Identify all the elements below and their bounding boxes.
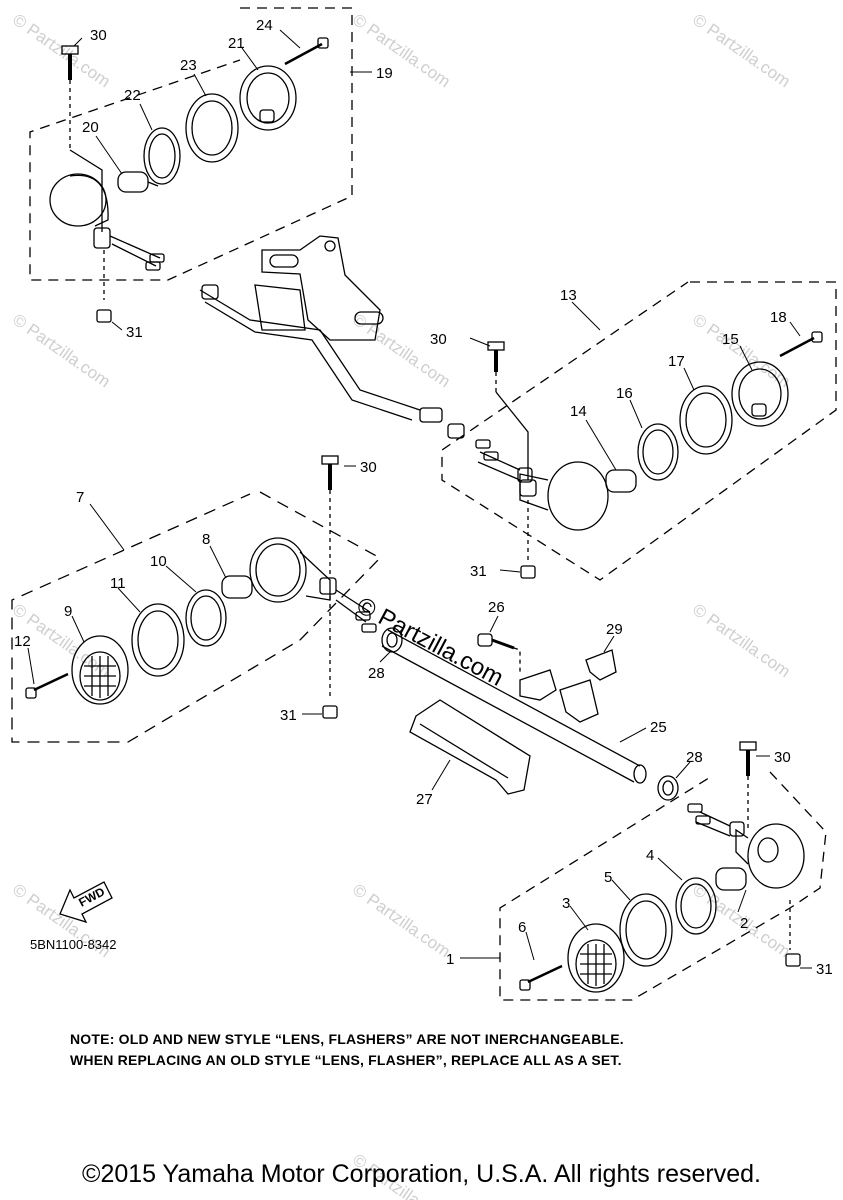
callout-19: 19	[376, 65, 393, 82]
callout-28: 28	[686, 749, 703, 766]
callout-1: 1	[446, 951, 454, 968]
note-line-2: WHEN REPLACING AN OLD STYLE “LENS, FLASH…	[70, 1052, 622, 1068]
callout-23: 23	[180, 57, 197, 74]
nut-31-middle	[322, 596, 338, 719]
assembly-7-dashed-box	[11, 491, 382, 743]
screw-6	[519, 964, 563, 991]
callout-26: 26	[488, 599, 505, 616]
grommet-28-right	[657, 775, 679, 801]
bulb-2	[715, 867, 747, 891]
callout-18: 18	[770, 309, 787, 326]
screw-24	[284, 37, 329, 66]
screw-12	[25, 672, 69, 699]
bulb-20	[117, 171, 159, 193]
callout-24: 24	[256, 17, 273, 34]
bolt-26	[477, 633, 521, 672]
clamp-29	[585, 649, 617, 681]
screw-18	[779, 331, 823, 358]
callout-28: 28	[368, 665, 385, 682]
bulb-14	[605, 469, 637, 493]
callout-30: 30	[430, 331, 447, 348]
lens-3	[567, 923, 625, 993]
stay-tube-upper	[199, 284, 465, 439]
gasket-10	[185, 589, 227, 647]
callout-27: 27	[416, 791, 433, 808]
copyright-text: ©2015 Yamaha Motor Corporation, U.S.A. A…	[82, 1160, 761, 1188]
callout-7: 7	[76, 489, 84, 506]
callout-3: 3	[562, 895, 570, 912]
gasket-16	[637, 423, 679, 481]
assembly-1-dashed-box	[499, 771, 827, 1001]
flasher-housing-front-right	[687, 803, 805, 889]
assembly-19-dashed-box	[29, 7, 353, 281]
gasket-4	[675, 877, 717, 935]
callout-30: 30	[90, 27, 107, 44]
callout-31: 31	[280, 707, 297, 724]
nut-31-upper-left	[96, 250, 112, 323]
bolt-30-upper-right	[487, 341, 537, 497]
callout-5: 5	[604, 869, 612, 886]
callout-8: 8	[202, 531, 210, 548]
bulb-8	[221, 575, 253, 599]
callout-9: 9	[64, 603, 72, 620]
callout-labels: 30 24 21 19 23 22 20 31 13 30 18 15 17 1…	[14, 17, 833, 978]
flasher-housing-rear-right	[475, 439, 609, 531]
callout-12: 12	[14, 633, 31, 650]
grommet-28-left	[381, 627, 403, 653]
lens-9	[71, 635, 129, 705]
rim-17	[679, 385, 733, 455]
note-line-1: NOTE: OLD AND NEW STYLE “LENS, FLASHERS”…	[70, 1031, 624, 1047]
gasket-22	[143, 127, 181, 185]
clamp-bracket	[519, 669, 599, 723]
callout-16: 16	[616, 385, 633, 402]
callout-22: 22	[124, 87, 141, 104]
bolt-30-upper-left	[61, 45, 103, 232]
callout-15: 15	[722, 331, 739, 348]
cover-27	[409, 699, 531, 795]
bolt-30-middle	[321, 455, 339, 578]
rim-23	[185, 93, 239, 163]
flasher-housing-rear-left	[49, 173, 165, 271]
leader-lines	[27, 29, 812, 969]
callout-25: 25	[650, 719, 667, 736]
nut-31-lower-right	[785, 900, 801, 967]
callout-17: 17	[668, 353, 685, 370]
callout-31: 31	[816, 961, 833, 978]
nut-31-upper-right	[520, 500, 536, 579]
lens-21	[239, 65, 297, 131]
callout-4: 4	[646, 847, 654, 864]
callout-20: 20	[82, 119, 99, 136]
callout-10: 10	[150, 553, 167, 570]
callout-14: 14	[570, 403, 587, 420]
callout-31: 31	[126, 324, 143, 341]
callout-29: 29	[606, 621, 623, 638]
mounting-bracket	[254, 235, 384, 341]
flasher-housing-front-left	[249, 537, 377, 633]
fwd-arrow-icon	[59, 881, 113, 924]
rim-5	[619, 893, 673, 967]
callout-30: 30	[360, 459, 377, 476]
stay-rod-25	[381, 629, 647, 784]
callout-2: 2	[740, 915, 748, 932]
assembly-13-dashed-box	[441, 281, 837, 581]
callout-30: 30	[774, 749, 791, 766]
callout-6: 6	[518, 919, 526, 936]
bolt-30-lower-right	[739, 741, 757, 832]
callout-11: 11	[110, 575, 126, 592]
lens-15	[731, 361, 789, 427]
drawing-code: 5BN1100-8342	[30, 937, 117, 952]
rim-11	[131, 603, 185, 677]
callout-13: 13	[560, 287, 577, 304]
callout-21: 21	[228, 35, 245, 52]
callout-31: 31	[470, 563, 487, 580]
